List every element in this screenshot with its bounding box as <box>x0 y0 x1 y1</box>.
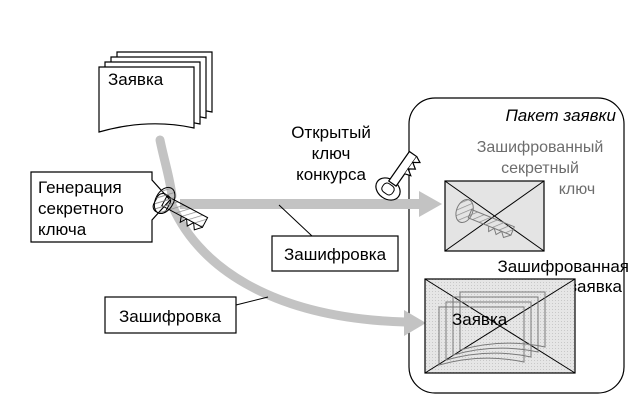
keygen-callout-line-2: секретного <box>38 199 124 218</box>
crossed-envelope-request-icon <box>424 278 576 374</box>
public-key-label-line-2: ключ <box>312 144 351 163</box>
encrypt-label-top-box <box>271 235 399 272</box>
white-key-icon <box>375 150 421 201</box>
encrypted-key-icon <box>455 198 515 239</box>
arrow-head-key <box>419 191 442 217</box>
hatched-key-icon <box>152 186 209 231</box>
document-label: Заявка <box>108 70 164 89</box>
arrow-to-encrypted-request <box>165 198 406 327</box>
keygen-callout-line-3: ключа <box>38 220 87 239</box>
encrypt-label-top: Зашифровка <box>284 245 387 264</box>
encrypted-key-label-line-1: Зашифрованный <box>477 139 604 156</box>
encrypt-label-bottom-box <box>104 296 237 334</box>
encrypted-document-stack-icon <box>438 291 546 366</box>
document-stack-icon <box>98 51 213 133</box>
encrypt-pointer-top <box>278 204 313 237</box>
package-title: Пакет заявки <box>505 106 616 125</box>
keygen-callout-line-1: Генерация <box>38 178 122 197</box>
encrypted-request-label-line-2: заявка <box>569 277 622 296</box>
encrypted-request-label-line-1: Зашифрованная <box>498 257 629 276</box>
arrow-head-request <box>404 310 426 336</box>
public-key-label-line-3: конкурса <box>296 165 366 184</box>
public-key-label-line-1: Открытый <box>291 123 371 142</box>
encrypted-key-label-line-2: секретный <box>501 160 579 177</box>
encrypt-pointer-bottom <box>235 296 269 306</box>
encrypted-document-label: Заявка <box>452 310 508 329</box>
encrypt-label-bottom: Зашифровка <box>119 307 222 326</box>
encrypted-key-label-line-3: ключ <box>559 181 596 198</box>
arrow-to-encrypted-key <box>180 199 422 209</box>
